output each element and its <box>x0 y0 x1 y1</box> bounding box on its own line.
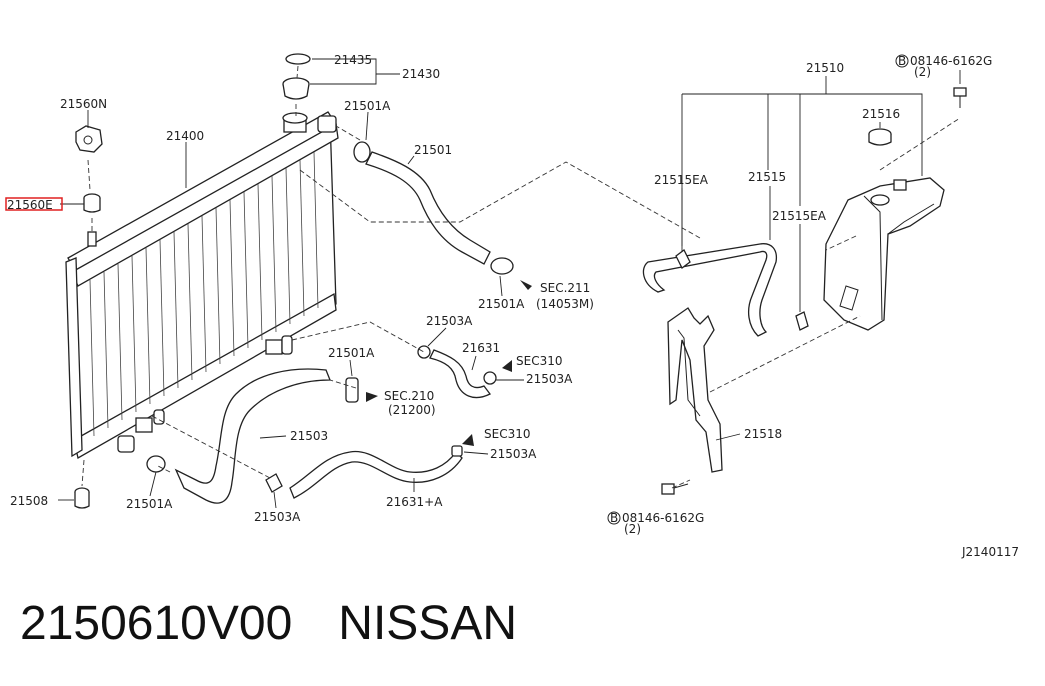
label-21400: 21400 <box>166 129 204 143</box>
label-21503A-1: 21503A <box>426 314 473 328</box>
label-21515EA-2: 21515EA <box>772 209 827 223</box>
leader-lines <box>58 58 961 509</box>
diagram-reference-code: J2140117 <box>961 545 1019 559</box>
label-21430: 21430 <box>402 67 440 81</box>
arrow-sec210 <box>366 392 378 402</box>
label-21435: 21435 <box>334 53 372 67</box>
label-bolt-bottom-qty: (2) <box>624 522 641 536</box>
label-21503A-2: 21503A <box>526 372 573 386</box>
label-21515: 21515 <box>748 170 786 184</box>
label-21503: 21503 <box>290 429 328 443</box>
label-21560E: 21560E <box>7 198 53 212</box>
label-21518: 21518 <box>744 427 782 441</box>
label-sec310-1: SEC310 <box>516 354 562 368</box>
part-caption: 2150610V00 NISSAN <box>20 596 563 651</box>
hose-clip-21515EA-2 <box>795 311 809 331</box>
dashed-guides <box>81 65 961 489</box>
label-sec211-ref: (14053M) <box>536 297 594 311</box>
arrow-sec211 <box>520 280 532 290</box>
bolt-top <box>953 87 967 108</box>
reservoir-bracket <box>667 307 723 473</box>
label-21508: 21508 <box>10 494 48 508</box>
label-21515EA-1: 21515EA <box>654 173 709 187</box>
label-sec211: SEC.211 <box>540 281 590 295</box>
label-bolt-bottom: 08146-6162G <box>622 511 704 525</box>
clamp-21503A-2 <box>483 371 497 385</box>
radiator <box>65 111 339 460</box>
bolt-mark-bottom <box>607 511 621 525</box>
hose-clip-21515EA-1 <box>675 249 691 269</box>
label-bolt-top-qty: (2) <box>914 65 931 79</box>
upper-mount-bracket <box>75 125 103 153</box>
radiator-cap <box>282 77 310 100</box>
label-21503A-3: 21503A <box>490 447 537 461</box>
arrow-sec310-2 <box>462 434 474 446</box>
label-sec210: SEC.210 <box>384 389 434 403</box>
part-number: 2150610V00 <box>20 597 293 650</box>
reservoir-hose <box>642 243 778 337</box>
label-21501A-mid: 21501A <box>328 346 375 360</box>
part-labels: 21435 21430 21560N 21400 21501A 21501 21… <box>7 53 1019 559</box>
brand-name: NISSAN <box>338 597 517 650</box>
upper-radiator-hose <box>365 151 491 265</box>
label-21501: 21501 <box>414 143 452 157</box>
bolt-mark-bottom-letter: B <box>610 511 618 525</box>
label-21560N: 21560N <box>60 97 107 111</box>
clamp-21503A-1 <box>417 345 431 359</box>
hose-clamp-upper-bottom <box>490 257 514 275</box>
arrow-sec310-1 <box>502 360 512 372</box>
hose-21631A <box>289 450 463 499</box>
hose-clamp-lower-right <box>345 377 359 403</box>
clamp-21503A-3 <box>451 445 463 457</box>
label-21631A: 21631+A <box>386 495 443 509</box>
bolt-mark-top-letter: B <box>898 54 906 68</box>
lower-mount <box>74 487 90 509</box>
label-21631: 21631 <box>462 341 500 355</box>
sec-arrows <box>366 280 532 446</box>
label-21516: 21516 <box>862 107 900 121</box>
label-21501A-top: 21501A <box>344 99 391 113</box>
label-sec210-ref: (21200) <box>388 403 436 417</box>
reservoir-tank <box>823 177 945 331</box>
bolt-mark-top <box>895 54 909 68</box>
lower-radiator-hose <box>174 368 331 504</box>
clamp-21503A-bottom <box>265 473 283 493</box>
label-bolt-top: 08146-6162G <box>910 54 992 68</box>
cap-seal <box>285 53 311 65</box>
hose-clamp-upper-top <box>353 141 371 163</box>
upper-mount-bushing <box>83 193 101 213</box>
bypass-hose-21631 <box>429 349 491 399</box>
bolt-bottom <box>661 483 689 495</box>
reservoir-cap <box>868 128 892 146</box>
label-sec310-2: SEC310 <box>484 427 530 441</box>
hose-clamp-lower-left <box>146 455 166 473</box>
radiator-fins <box>89 151 319 437</box>
label-21501A-right: 21501A <box>478 297 525 311</box>
highlight-box <box>5 197 63 211</box>
label-21503A-bottom: 21503A <box>254 510 301 524</box>
label-21501A-bottom: 21501A <box>126 497 173 511</box>
label-21510: 21510 <box>806 61 844 75</box>
